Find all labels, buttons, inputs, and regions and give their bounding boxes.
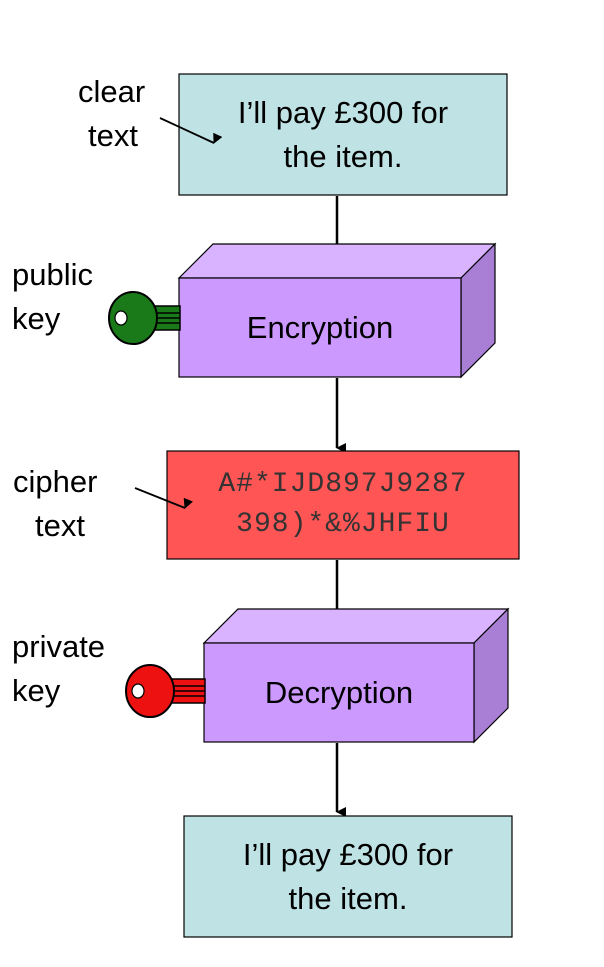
red-key-icon bbox=[125, 664, 206, 718]
public-key-label-line-2: key bbox=[12, 301, 61, 336]
decryption-label: Decryption bbox=[204, 643, 474, 742]
clear-text-label-line-2: text bbox=[88, 118, 138, 153]
plaintext-top-box bbox=[178, 73, 508, 196]
encryption-label-text: Encryption bbox=[246, 309, 394, 345]
plaintext-top-line-2: the item. bbox=[283, 138, 403, 174]
cipher-text-label-line-2: text bbox=[35, 508, 85, 543]
cipher-text-label-line-1: cipher bbox=[13, 464, 98, 499]
plaintext-top-text: I’ll pay £300 for the item. bbox=[179, 74, 507, 195]
encryption-box-top bbox=[177, 243, 497, 279]
green-key-icon bbox=[108, 291, 181, 345]
decryption-box-top bbox=[202, 608, 510, 644]
plaintext-bottom-text: I’ll pay £300 for the item. bbox=[184, 816, 512, 937]
plaintext-top-line-1: I’ll pay £300 for bbox=[237, 94, 449, 130]
ciphertext-text: A#*IJD897J9287 398)*&%JHFIU bbox=[167, 451, 519, 559]
plaintext-bottom-box bbox=[183, 815, 513, 938]
decryption-label-text: Decryption bbox=[264, 674, 414, 710]
ciphertext-line-2: 398)*&%JHFIU bbox=[236, 509, 450, 540]
plaintext-bottom-line-1: I’ll pay £300 for bbox=[242, 836, 454, 872]
public-key-label: public key bbox=[12, 253, 93, 341]
plaintext-bottom-line-2: the item. bbox=[288, 880, 408, 916]
clear-text-label-line-1: clear bbox=[78, 74, 146, 109]
cipher-text-pointer-arrow bbox=[134, 487, 193, 509]
public-key-label-line-1: public bbox=[12, 257, 93, 292]
cipher-text-label: cipher text bbox=[13, 460, 97, 548]
private-key-label-line-2: key bbox=[12, 673, 61, 708]
clear-text-pointer-arrow bbox=[159, 117, 223, 144]
private-key-label: private key bbox=[12, 625, 105, 713]
encryption-label: Encryption bbox=[179, 278, 461, 377]
clear-text-label: clear text bbox=[78, 70, 145, 158]
ciphertext-line-1: A#*IJD897J9287 bbox=[218, 469, 468, 500]
decryption-box-front bbox=[203, 642, 475, 743]
ciphertext-box bbox=[166, 450, 520, 560]
decryption-box bbox=[202, 607, 510, 744]
private-key-label-line-1: private bbox=[12, 629, 106, 664]
